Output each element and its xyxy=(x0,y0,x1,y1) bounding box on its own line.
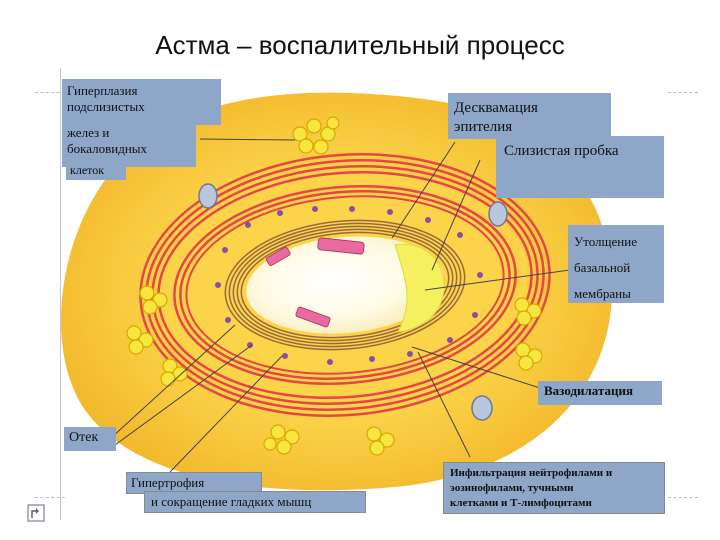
inflammatory-cells xyxy=(215,206,483,365)
label-hyperplasia: Гиперплазия подслизистых xyxy=(62,79,221,125)
mucus-plug xyxy=(394,243,445,333)
basement-membrane xyxy=(224,219,466,351)
guide-line xyxy=(668,92,698,93)
label-basement-thickening: Утолщение базальной мембраны xyxy=(568,225,664,303)
blood-vessels xyxy=(198,183,508,421)
submucosal-glands xyxy=(126,116,543,456)
airway-lumen xyxy=(246,236,444,334)
guide-line xyxy=(35,92,65,93)
guide-line xyxy=(668,497,698,498)
label-hyperplasia-tail: клеток xyxy=(66,163,126,180)
label-hypertrophy-cont: и сокращение гладких мышц xyxy=(144,491,366,513)
slide-title: Астма – воспалительный процесс xyxy=(155,30,565,60)
slide-nav-icon xyxy=(27,504,45,522)
label-mucus-plug: Слизистая пробка xyxy=(496,136,664,198)
label-hypertrophy: Гипертрофия xyxy=(126,472,262,494)
label-desquamation: Десквамация эпителия xyxy=(448,93,611,139)
guide-line xyxy=(35,497,65,498)
smooth-muscle-layer xyxy=(139,153,551,417)
label-hyperplasia-cont: желез и бокаловидных xyxy=(62,125,196,167)
label-infiltration: Инфильтрация нейтрофилами и эозинофилами… xyxy=(443,462,665,514)
label-vasodilation: Вазодилатация xyxy=(538,381,662,405)
slide-frame xyxy=(60,68,671,520)
pointer-lines xyxy=(111,138,571,473)
label-edema: Отек xyxy=(64,427,116,451)
desquamated-epithelium xyxy=(265,237,365,328)
